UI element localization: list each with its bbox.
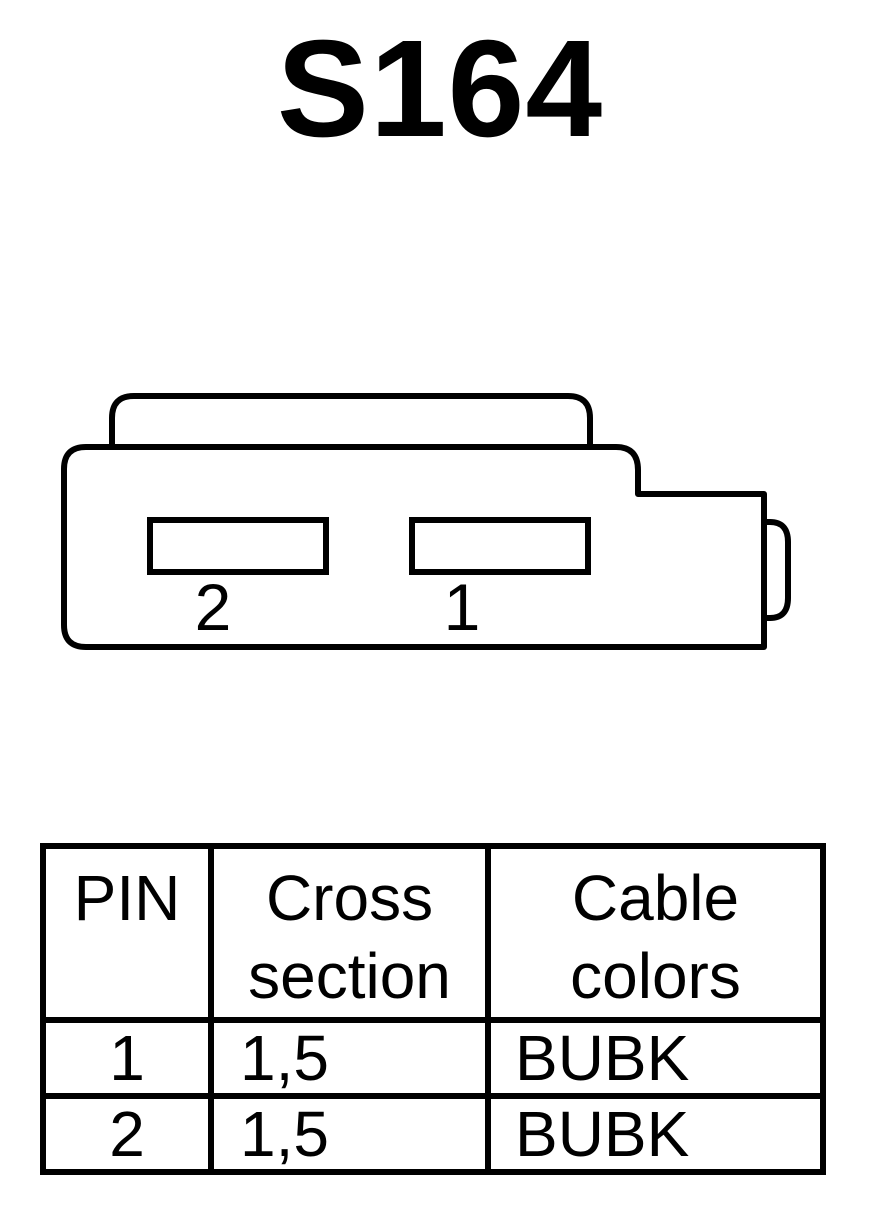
header-color-line2: colors bbox=[570, 940, 741, 1012]
row-cross-section: 1,5 bbox=[208, 1093, 491, 1175]
connector-latch bbox=[109, 393, 593, 444]
table-row: 2 1,5 BUBK bbox=[40, 1093, 826, 1175]
pin-slot-1 bbox=[409, 517, 591, 575]
pin-label-2: 2 bbox=[195, 570, 232, 644]
header-cross-line1: Cross bbox=[265, 862, 434, 934]
connector-side-tab bbox=[764, 519, 791, 621]
connector-diagram: 2 1 bbox=[61, 393, 791, 650]
pin-slot-2 bbox=[147, 517, 329, 575]
header-pin: PIN bbox=[40, 843, 214, 1023]
connector-housing bbox=[61, 444, 767, 650]
table-row: 1 1,5 BUBK bbox=[40, 1017, 826, 1099]
pin-label-1: 1 bbox=[444, 570, 481, 644]
header-cross-section: Cross section bbox=[208, 843, 491, 1023]
header-color-line1: Cable bbox=[571, 862, 740, 934]
row-cross-section: 1,5 bbox=[208, 1017, 491, 1099]
header-cable-colors: Cable colors bbox=[485, 843, 826, 1023]
pin-table: PIN Cross section Cable colors 1 1,5 BUB… bbox=[40, 843, 826, 1175]
header-cross-line2: section bbox=[248, 940, 451, 1012]
row-cable-color: BUBK bbox=[485, 1017, 826, 1099]
row-cable-color: BUBK bbox=[485, 1093, 826, 1175]
table-header-row: PIN Cross section Cable colors bbox=[40, 843, 826, 1023]
row-pin: 2 bbox=[40, 1093, 214, 1175]
connector-title: S164 bbox=[276, 12, 604, 166]
header-pin-label: PIN bbox=[73, 862, 181, 934]
row-pin: 1 bbox=[40, 1017, 214, 1099]
